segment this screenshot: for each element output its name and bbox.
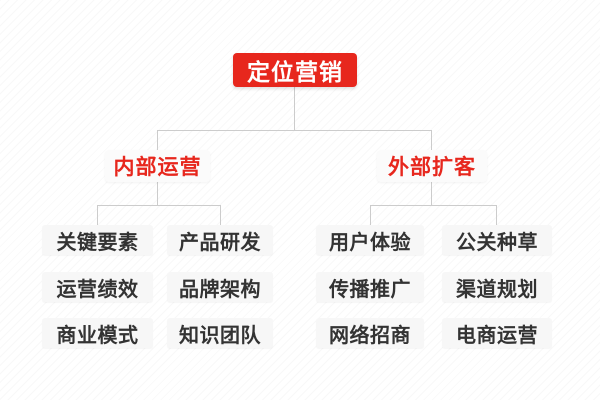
leaf-node-online-investment[interactable]: 网络招商: [316, 318, 424, 348]
leaf-node-business-model[interactable]: 商业模式: [42, 318, 153, 348]
leaf-node-pr-seeding[interactable]: 公关种草: [442, 225, 552, 255]
leaf-node-product-rnd[interactable]: 产品研发: [167, 225, 273, 255]
connector-right-crossbar: [370, 205, 496, 206]
connector-drop-left-branch: [157, 130, 158, 150]
leaf-node-key-elements[interactable]: 关键要素: [42, 225, 153, 255]
connector-drop-col-l1: [97, 205, 98, 225]
leaf-node-channel-planning[interactable]: 渠道规划: [442, 272, 552, 302]
branch-node-internal-operations[interactable]: 内部运营: [105, 150, 210, 182]
leaf-node-operating-performance[interactable]: 运营绩效: [42, 272, 153, 302]
leaf-node-ecommerce-operations[interactable]: 电商运营: [442, 318, 552, 348]
leaf-node-knowledge-team[interactable]: 知识团队: [167, 318, 273, 348]
branch-node-external-expansion[interactable]: 外部扩客: [377, 150, 487, 182]
leaf-node-user-experience[interactable]: 用户体验: [316, 225, 424, 255]
connector-drop-col-l2: [220, 205, 221, 225]
connector-root-crossbar: [157, 130, 431, 131]
connector-drop-col-r2: [496, 205, 497, 225]
root-node[interactable]: 定位营销: [233, 53, 357, 87]
connector-left-stem: [157, 182, 158, 205]
connector-root-stem: [294, 87, 295, 130]
connector-drop-col-r1: [370, 205, 371, 225]
connector-right-stem: [431, 182, 432, 205]
leaf-node-promotion[interactable]: 传播推广: [316, 272, 424, 302]
connector-left-crossbar: [97, 205, 220, 206]
leaf-node-brand-architecture[interactable]: 品牌架构: [167, 272, 273, 302]
connector-drop-right-branch: [431, 130, 432, 150]
